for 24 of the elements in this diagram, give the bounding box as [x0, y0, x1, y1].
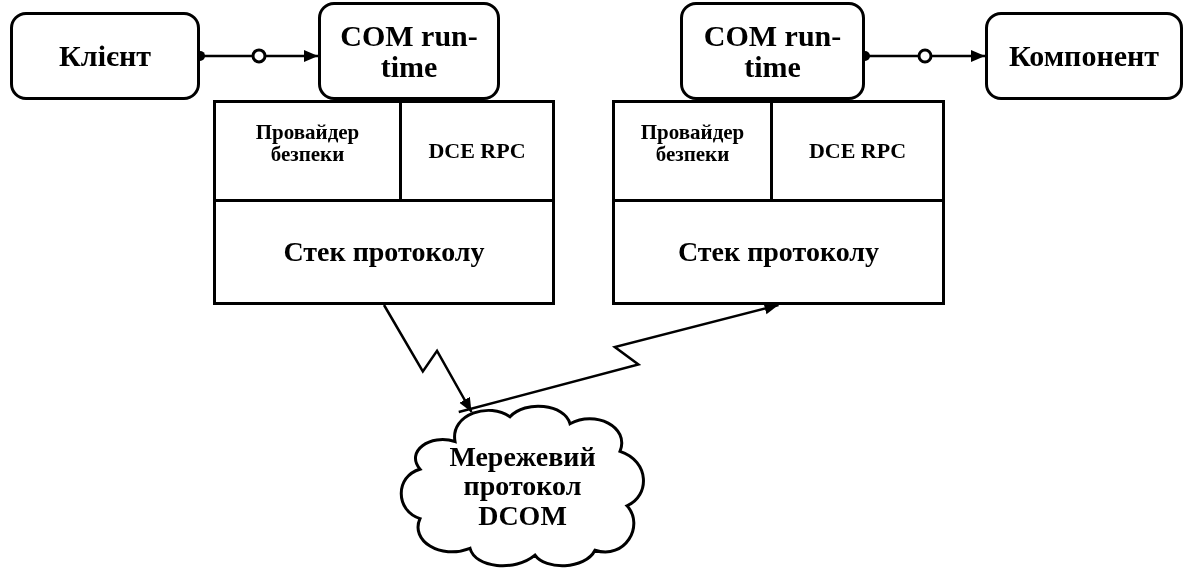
layer-cell — [399, 100, 555, 202]
node-label: Клієнт — [59, 40, 151, 72]
runtime-box — [318, 2, 500, 100]
layer-cell — [213, 199, 555, 305]
node-label: Мережевий протокол DCOM — [448, 441, 597, 531]
node-label: Компонент — [1009, 40, 1159, 72]
client-box — [10, 12, 200, 100]
layer-cell — [612, 100, 773, 202]
node-label: DCE RPC — [428, 139, 526, 163]
runtime-box — [680, 2, 865, 100]
node-label: COM run-time — [702, 19, 843, 83]
connector-arrow — [382, 304, 473, 413]
connector-arrow — [865, 48, 985, 64]
component-box — [985, 12, 1183, 100]
node-label: Стек протоколу — [678, 237, 879, 267]
node-label: Провайдер безпеки — [254, 121, 361, 166]
layer-cell — [213, 100, 402, 202]
layer-cell — [612, 199, 945, 305]
connector-arrow — [200, 48, 318, 64]
node-label: Провайдер безпеки — [639, 121, 746, 166]
layer-cell — [770, 100, 945, 202]
node-label: Стек протоколу — [283, 237, 485, 267]
node-label: COM run-time — [339, 19, 479, 83]
node-label: DCE RPC — [808, 139, 907, 163]
